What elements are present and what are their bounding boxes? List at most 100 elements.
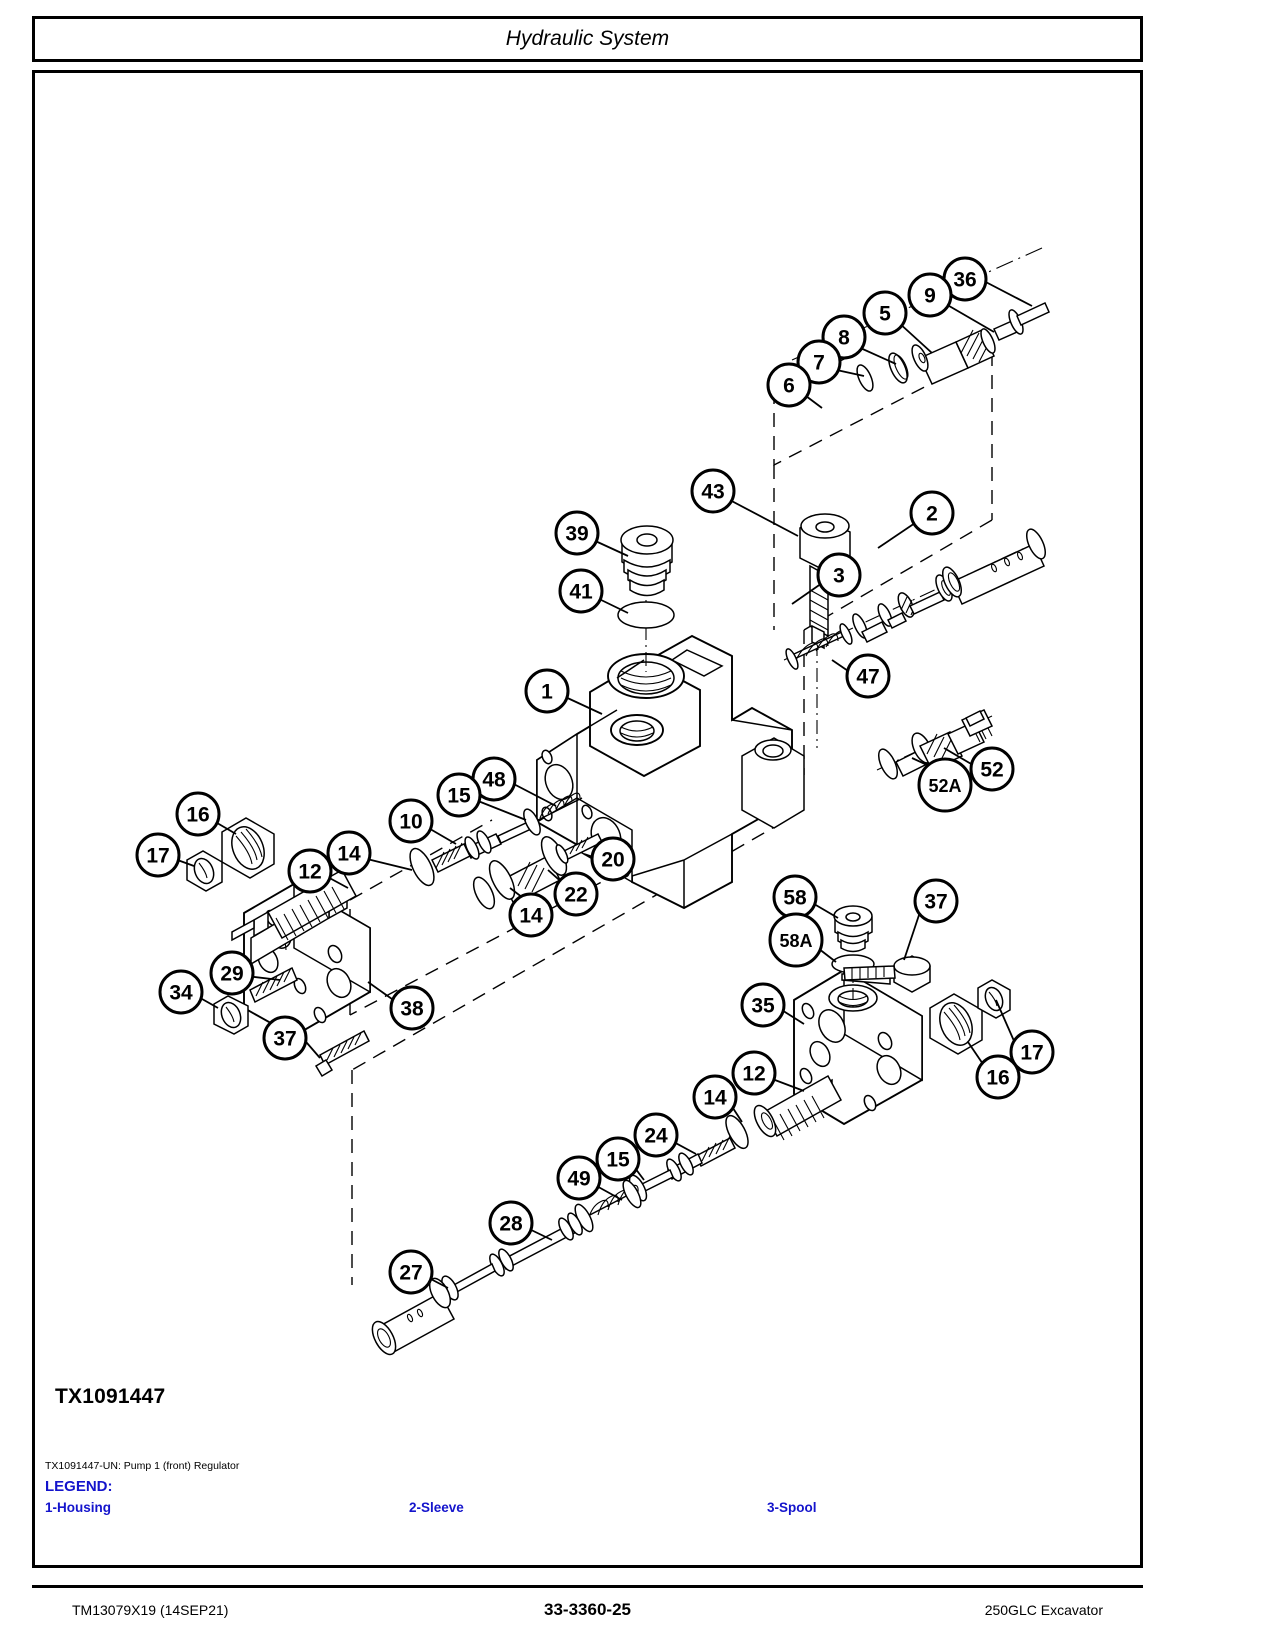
callout-number: 17 [1020,1042,1043,1065]
callout-bubble-39: 39 [554,510,600,556]
part-16-nut-right [929,993,983,1055]
callout-bubble-34: 34 [158,969,204,1015]
callout-number: 15 [447,785,471,808]
callout-circle [975,1054,1021,1100]
callout-number: 3 [833,565,845,588]
callout-number: 9 [924,285,936,308]
callout-bubble-22: 22 [553,871,599,917]
callout-number: 52 [980,759,1003,782]
callout-bubble-28: 28 [488,1200,534,1246]
callout-circle [768,912,824,968]
callout-circle [175,791,221,837]
callout-circle [766,362,812,408]
callout-circle [862,290,908,336]
callout-bubble-10: 10 [388,798,434,844]
callout-number: 35 [751,995,775,1018]
callout-bubble-1: 1 [524,668,570,714]
callout-number: 58A [779,931,812,951]
part-58-plug [833,905,873,1008]
subassembly-right-cover [371,905,1011,1356]
callout-circle [690,468,736,514]
legend-item-3: 3-Spool [767,1500,817,1515]
part-10-pin [430,820,532,874]
callout-number: 15 [606,1149,630,1172]
callout-number: 8 [838,327,850,350]
page-title: Hydraulic System [505,27,670,50]
part-52-sensor [876,709,994,780]
part-27-sleeve [371,1277,456,1356]
callout-number: 22 [564,884,587,907]
callout-circle [556,1155,602,1201]
callout-circle [969,746,1015,792]
part-17-nut-small-right [977,979,1011,1019]
callout-number: 16 [186,804,209,827]
part-9-spring-stack [955,328,996,369]
footer-manual-number: TM13079X19 (14SEP21) [72,1602,229,1618]
subassembly-spool-sleeve [783,528,1047,670]
callout-circle [740,982,786,1028]
callout-bubble-49: 49 [556,1155,602,1201]
callout-circle [209,950,255,996]
callout-bubble-52: 52 [969,746,1015,792]
callout-bubble-58A: 58A [768,912,824,968]
callout-circle [508,892,554,938]
callout-bubble-17: 17 [135,832,181,878]
callout-number: 10 [399,811,422,834]
callout-bubble-52A: 52A [917,757,973,813]
callout-bubble-12: 12 [287,848,333,894]
callout-number: 48 [482,769,506,792]
part-14-washer-b [472,876,496,910]
callout-circle [436,772,482,818]
callout-number: 28 [499,1213,523,1236]
part-14-washer-a [409,847,435,887]
part-8-seal [888,352,909,384]
callout-bubble-27: 27 [388,1249,434,1295]
part-34-nut [213,995,249,1035]
part-12-adjusting-screw [231,868,358,966]
callout-bubble-38: 38 [389,985,435,1031]
callout-circle [917,757,973,813]
part-7-washer [856,364,874,392]
page-footer: TM13079X19 (14SEP21) 33-3360-25 250GLC E… [32,1598,1143,1622]
part-14-washer-lower [725,1114,749,1150]
callout-number: 52A [928,776,961,796]
callout-circle [913,878,959,924]
callout-number: 38 [400,998,424,1021]
footer-machine-model: 250GLC Excavator [984,1602,1103,1618]
callout-number: 34 [169,982,193,1005]
callout-bubble-37: 37 [262,1015,308,1061]
callout-circle [633,1112,679,1158]
callout-bubble-15: 15 [595,1136,641,1182]
callout-circle [135,832,181,878]
callout-number: 1 [541,681,553,704]
callout-circle [1009,1029,1055,1075]
callout-number: 14 [337,843,361,866]
callout-circle [590,836,636,882]
callout-bubble-7: 7 [796,339,842,385]
part-3-spool [852,574,953,644]
callout-bubble-15: 15 [436,772,482,818]
part-52a-washer [877,748,899,780]
callout-number: 41 [569,581,593,604]
part-24-rod [641,1135,736,1193]
callout-circle [845,653,891,699]
callout-number: 29 [220,963,243,986]
callout-circle [388,798,434,844]
part-28-rod [441,1212,583,1301]
callout-bubble-6: 6 [766,362,812,408]
part-29-stud [249,966,298,1004]
callout-circle [388,1249,434,1295]
callout-circle [907,272,953,318]
callout-number: 58 [783,887,807,910]
figure-caption: TX1091447-UN: Pump 1 (front) Regulator [45,1460,240,1472]
callout-circle [262,1015,308,1061]
callout-bubble-41: 41 [558,568,604,614]
part-16-nut [221,817,275,879]
part-41-o-ring [617,601,675,629]
part-47-spring [785,623,853,670]
part-17-nut-small [186,850,223,892]
callout-bubble-36: 36 [942,256,988,302]
